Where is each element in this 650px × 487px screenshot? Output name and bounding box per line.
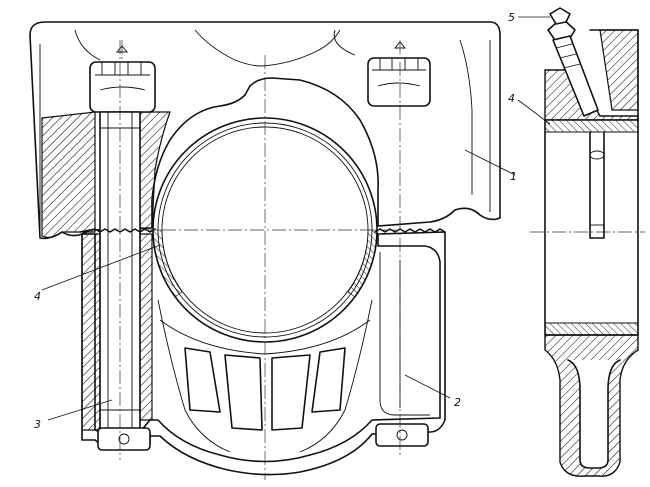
- nut-right: [367, 41, 431, 107]
- callout-4-side: 4: [508, 92, 515, 105]
- callout-2: 2: [454, 396, 461, 409]
- leader-4-front: [41, 244, 161, 291]
- leader-3: [47, 399, 113, 421]
- split-line: [79, 228, 446, 233]
- callout-5: 5: [508, 11, 515, 24]
- callout-1: 1: [510, 170, 517, 183]
- nut-left: [89, 40, 156, 113]
- side-view: [530, 7, 645, 477]
- housing-section-left: [41, 111, 96, 238]
- leader-4-side: [517, 99, 551, 125]
- callout-3: 3: [34, 418, 41, 431]
- leader-1: [464, 149, 516, 176]
- nut-lower-left: [97, 427, 151, 451]
- front-view: [29, 21, 501, 480]
- grease-nipple: [547, 7, 599, 117]
- nut-lower-right: [375, 423, 429, 447]
- callout-4-front: 4: [34, 290, 41, 303]
- callouts: 1 2 3 4 4 5: [34, 11, 551, 431]
- leader-2: [404, 374, 451, 399]
- bearing-cap-lower: [81, 231, 446, 476]
- housing-upper: [29, 21, 501, 240]
